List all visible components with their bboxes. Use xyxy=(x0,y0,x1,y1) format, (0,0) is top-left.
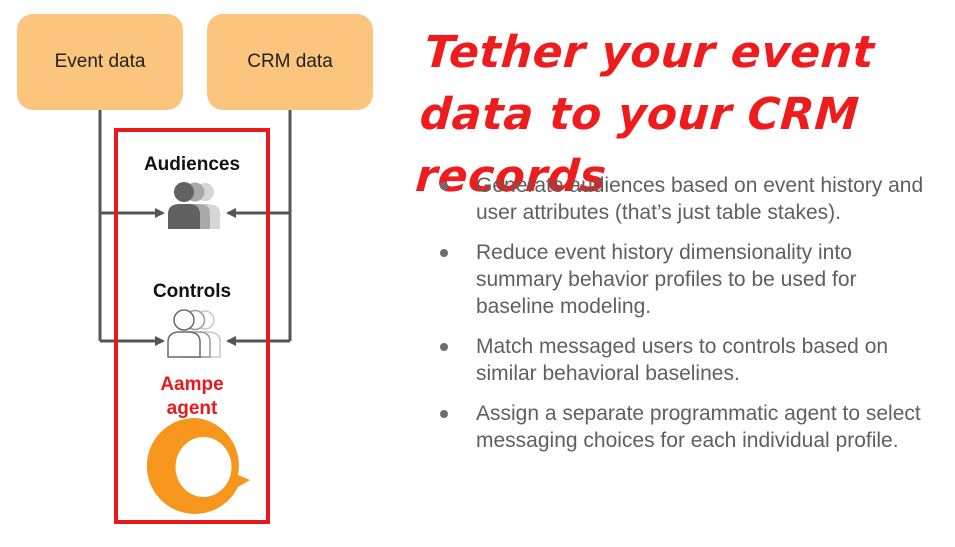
crm-data-box: CRM data xyxy=(207,14,373,110)
bullet-dot-icon xyxy=(440,182,448,190)
aampe-agent-label-line-1: Aampe xyxy=(160,374,224,395)
crm-data-label: CRM data xyxy=(247,51,333,72)
bullet-item: Generate audiences based on event histor… xyxy=(438,172,928,226)
event-data-box: Event data xyxy=(17,14,183,110)
bullet-item: Assign a separate programmatic agent to … xyxy=(438,400,928,454)
bullet-list: Generate audiences based on event histor… xyxy=(438,172,928,467)
aampe-agent-label-line-2: agent xyxy=(166,398,218,419)
bullet-dot-icon xyxy=(440,343,448,351)
bullet-item: Match messaged users to controls based o… xyxy=(438,333,928,387)
bullet-text: Match messaged users to controls based o… xyxy=(476,335,889,385)
controls-people-icon xyxy=(167,309,221,358)
bullet-dot-icon xyxy=(440,410,448,418)
controls-label: Controls xyxy=(152,281,232,302)
aampe-highlight-frame xyxy=(114,128,270,524)
event-data-label: Event data xyxy=(54,51,146,72)
bullet-text: Assign a separate programmatic agent to … xyxy=(476,402,921,452)
aampe-agent-label: Aampe agent xyxy=(115,373,269,421)
bullet-text: Generate audiences based on event histor… xyxy=(476,174,924,224)
audiences-label: Audiences xyxy=(143,154,241,175)
bullet-dot-icon xyxy=(440,249,448,257)
bullet-item: Reduce event history dimensionality into… xyxy=(438,239,928,320)
bullet-text: Reduce event history dimensionality into… xyxy=(476,241,857,318)
audiences-people-icon xyxy=(168,182,220,229)
aampe-logo-icon xyxy=(146,417,250,514)
